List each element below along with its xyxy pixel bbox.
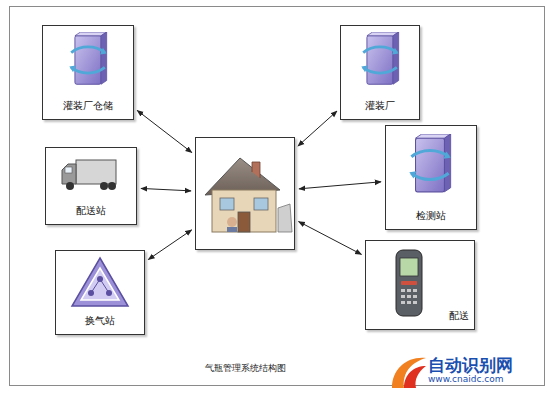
house-icon [205, 158, 292, 232]
center-box [195, 137, 295, 250]
station-label: 换气站 [84, 314, 116, 328]
station-label: 灌装厂 [364, 99, 396, 113]
double-arrow [298, 111, 337, 146]
double-arrow [299, 221, 362, 254]
block-icon [69, 32, 450, 192]
station-box: 配送站 [45, 147, 137, 225]
watermark-text: 自动识别网 [428, 354, 513, 377]
diagram-caption: 气瓶管理系统结构图 [205, 362, 286, 375]
station-box: 换气站 [55, 250, 145, 335]
double-arrow [299, 182, 381, 189]
station-box: 灌装厂 [340, 25, 420, 120]
station-box: 检测站 [385, 125, 477, 230]
watermark-logo [392, 358, 426, 388]
double-arrow [137, 110, 192, 152]
truck-icon [62, 160, 116, 190]
station-label: 配送 [448, 309, 470, 323]
triangle-icon [72, 258, 128, 306]
station-label: 配送站 [75, 204, 107, 218]
double-arrow [148, 230, 191, 260]
station-label: 灌装厂仓储 [62, 99, 114, 113]
handheld-icon [396, 250, 422, 316]
station-box: 灌装厂仓储 [42, 25, 134, 120]
station-label: 检测站 [415, 209, 447, 223]
double-arrow [141, 188, 191, 190]
station-box: 配送 [365, 240, 475, 330]
watermark-url: www.cnaidc.com [428, 374, 504, 384]
